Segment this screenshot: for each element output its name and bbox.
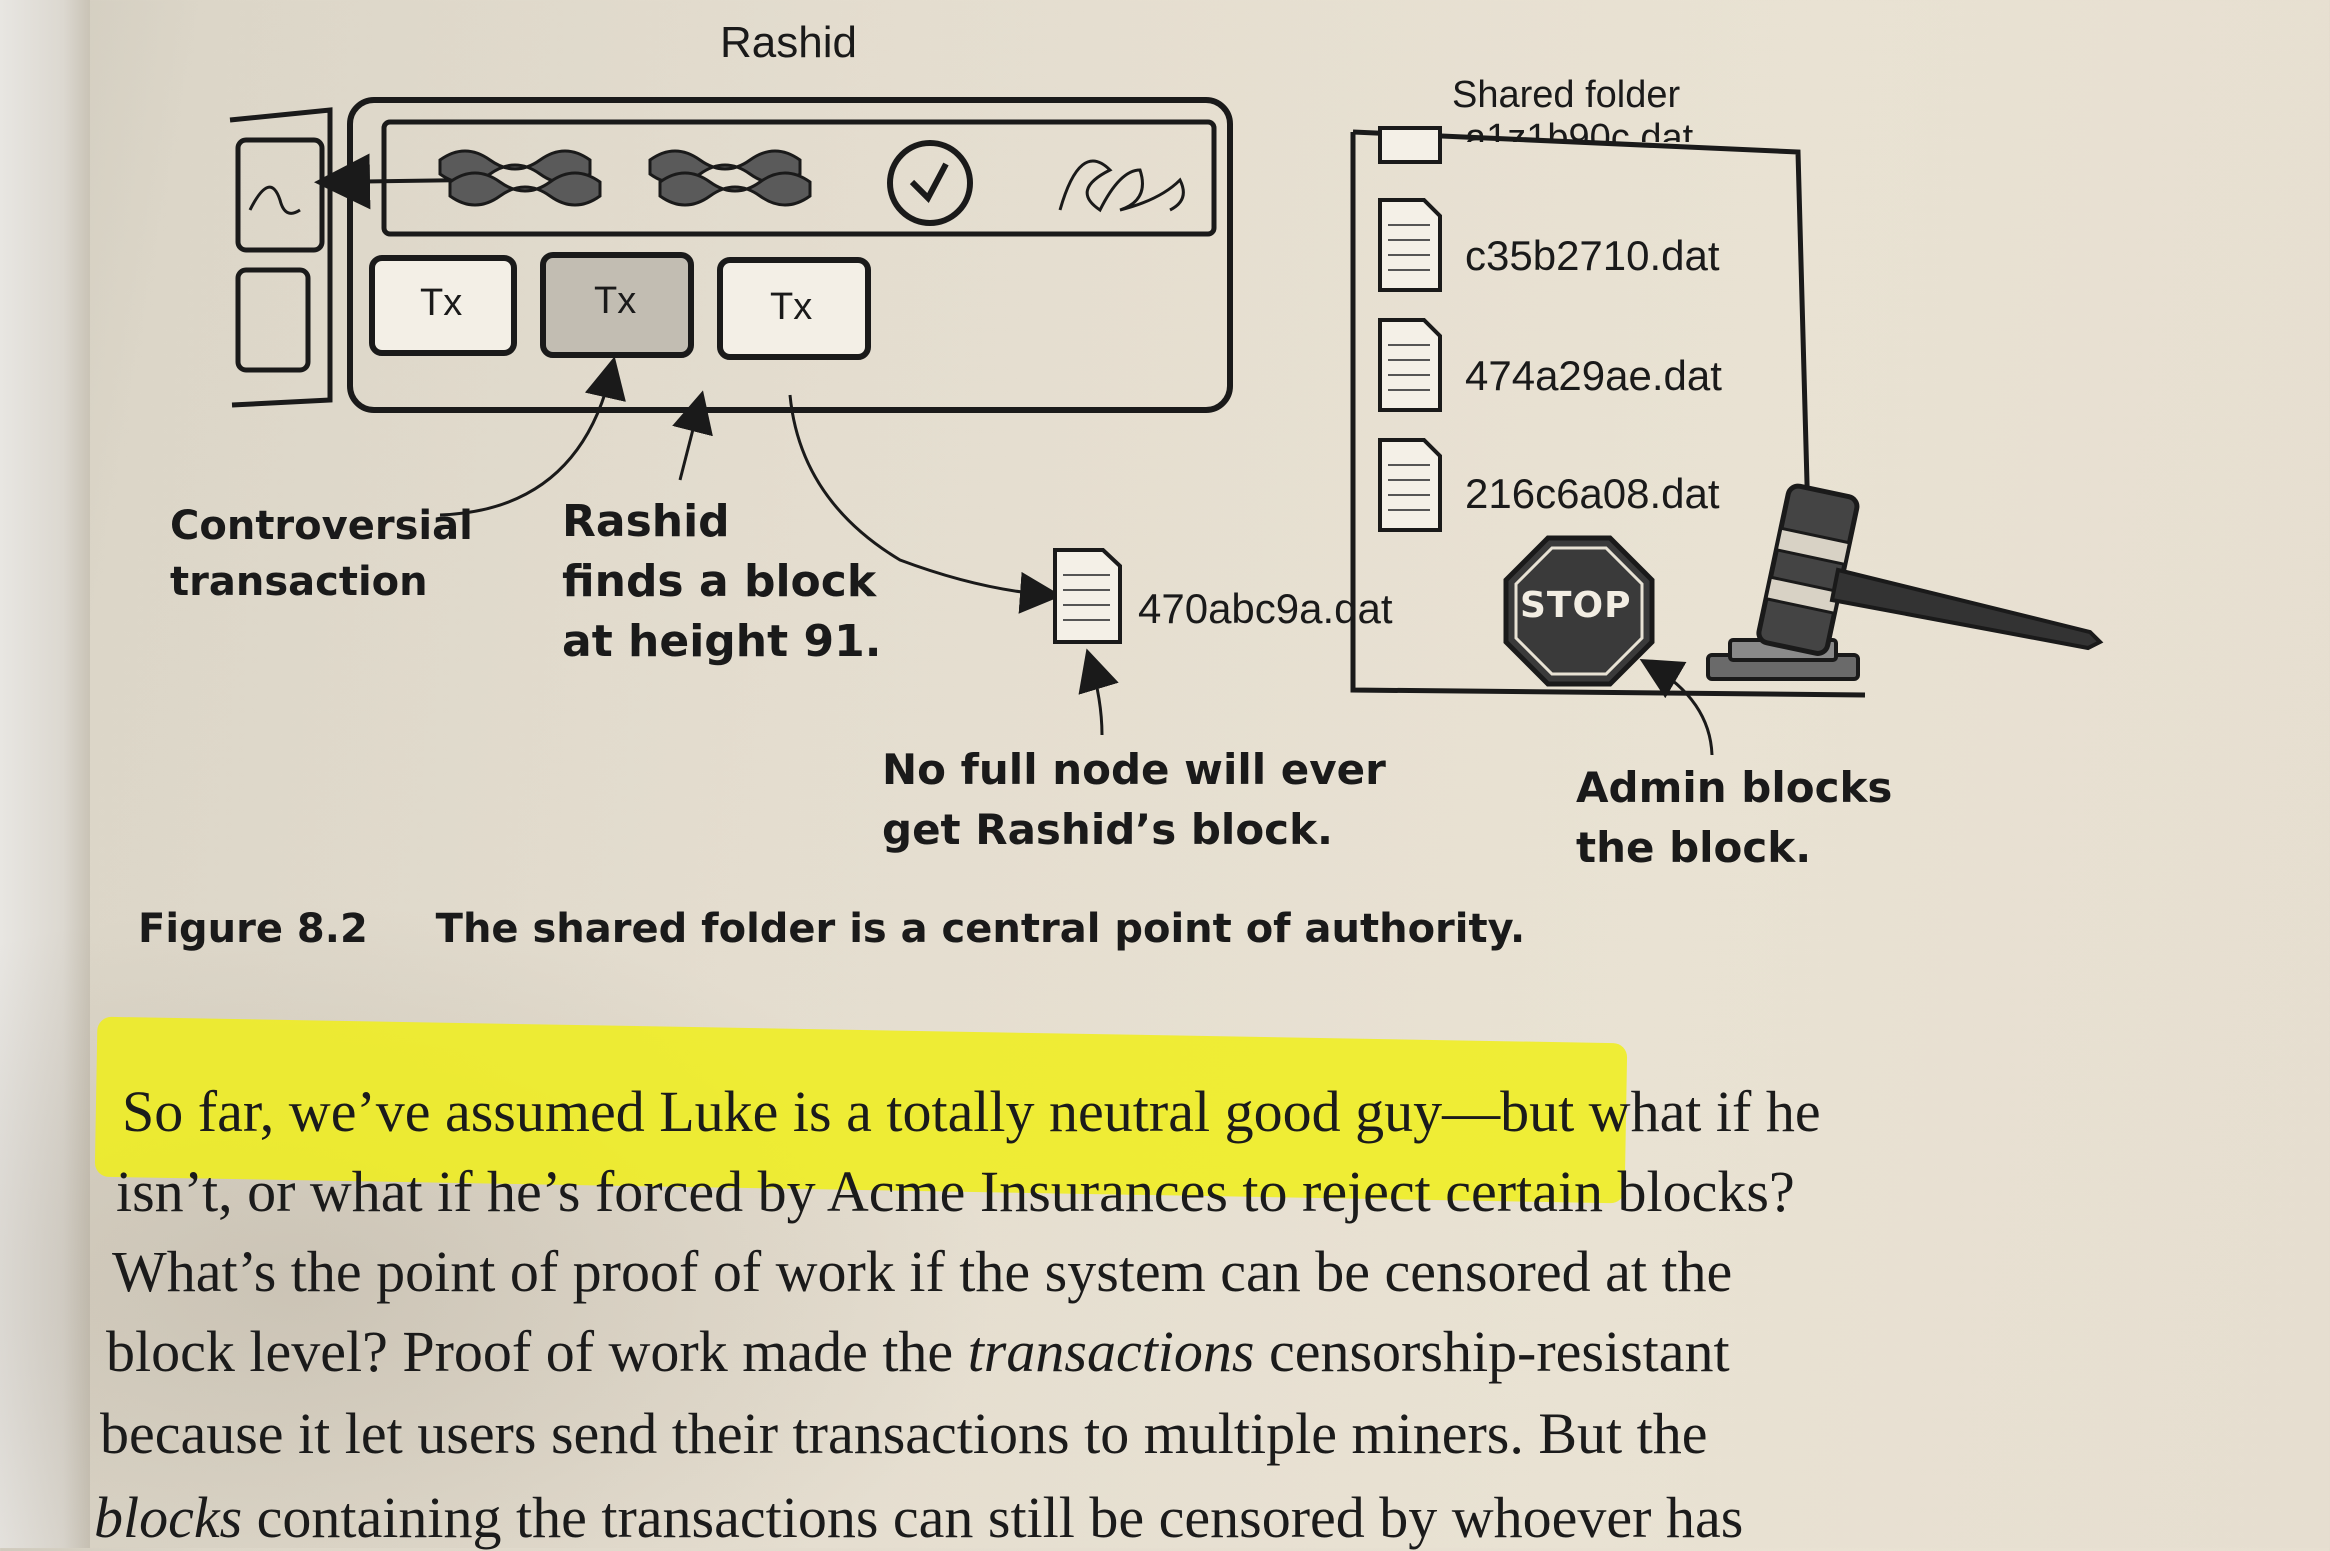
stop-sign-label: STOP — [1520, 585, 1632, 626]
hand-shadow — [0, 900, 1000, 1548]
block-to-file-arrow — [788, 394, 1062, 614]
file-name-0: a1z1b90c.dat — [1465, 117, 1694, 142]
miner-name-label: Rashid — [720, 18, 857, 67]
file-name-2: 474a29ae.dat — [1465, 352, 1722, 399]
caption-text: The shared folder is a central point of … — [435, 906, 1526, 952]
tx-label-2: Tx — [594, 280, 637, 322]
file-icons — [1053, 126, 1442, 644]
caption-number: Figure 8.2 — [138, 906, 368, 952]
callout-admin-line-1: Admin blocks — [1576, 763, 1893, 812]
callout-rashid: Rashid finds a block at height 91. — [562, 492, 881, 672]
admin-arrow — [1639, 658, 1714, 756]
callout-no-full-node-line-2: get Rashid’s block. — [882, 805, 1333, 854]
body-line-4: block level? Proof of work made the tran… — [106, 1319, 1730, 1384]
callout-no-full-node: No full node will ever get Rashid’s bloc… — [882, 740, 1386, 860]
body-line-2: isn’t, or what if he’s forced by Acme In… — [116, 1159, 1795, 1224]
body-line-3: What’s the point of proof of work if the… — [112, 1239, 1733, 1304]
callout-controversial: Controversial transaction — [170, 498, 473, 610]
incoming-file-name: 470abc9a.dat — [1138, 585, 1393, 632]
file-name-1: c35b2710.dat — [1465, 232, 1720, 279]
no-full-node-arrow — [1078, 648, 1119, 736]
tx-box-2 — [540, 252, 694, 358]
body-line-1: So far, we’ve assumed Luke is a totally … — [122, 1079, 1821, 1144]
callout-admin-line-2: the block. — [1576, 823, 1812, 872]
rashid-block — [314, 97, 1233, 413]
gavel-icon — [1706, 483, 2104, 681]
page-edge — [0, 0, 90, 1548]
body-line-5: because it let users send their transact… — [100, 1401, 1708, 1466]
body-line-6: blocks containing the transactions can s… — [94, 1485, 1744, 1550]
stop-sign-icon — [1503, 535, 1655, 687]
tx-label-1: Tx — [420, 282, 463, 324]
shared-folder-title: Shared folder — [1452, 74, 1681, 116]
clock-icon — [887, 140, 973, 226]
callout-rashid-line-3: at height 91. — [562, 616, 882, 667]
hash-scribble-icon — [438, 149, 812, 207]
height-arrow — [672, 390, 713, 481]
signature-icon — [1058, 159, 1185, 213]
callout-admin: Admin blocks the block. — [1576, 758, 1892, 878]
shared-folder — [1350, 129, 1866, 698]
callout-no-full-node-line-1: No full node will ever — [882, 745, 1386, 794]
callout-rashid-line-1: Rashid — [562, 496, 730, 547]
callout-rashid-line-2: finds a block — [562, 556, 877, 607]
file-name-3: 216c6a08.dat — [1465, 470, 1720, 517]
callout-controversial-line-2: transaction — [170, 559, 428, 605]
previous-block — [229, 107, 333, 408]
tx-box-1 — [369, 255, 517, 356]
controversial-arrow — [439, 356, 626, 517]
tx-label-3: Tx — [770, 286, 813, 328]
callout-controversial-line-1: Controversial — [170, 503, 473, 549]
tx-box-3 — [717, 257, 871, 360]
figure-caption: Figure 8.2 The shared folder is a centra… — [138, 906, 1525, 952]
